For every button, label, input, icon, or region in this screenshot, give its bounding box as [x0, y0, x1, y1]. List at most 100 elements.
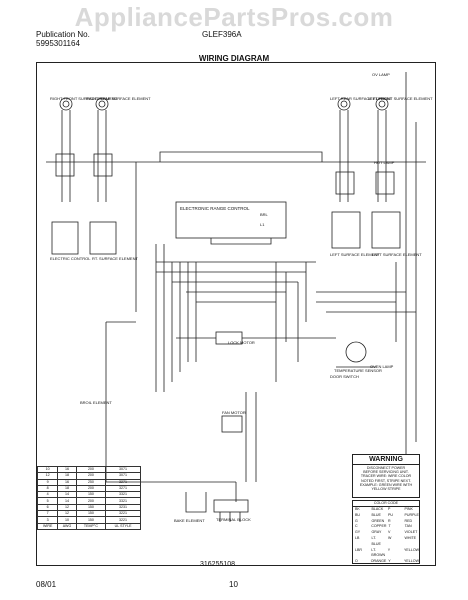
table-cell: 3271: [105, 484, 141, 493]
table-cell: 200: [75, 484, 107, 493]
label-switch-left-b: RT. SURFACE ELEMENT: [92, 256, 138, 261]
right-switch-upper: [93, 153, 113, 177]
label-terminal-block: TERMINAL BLOCK: [216, 517, 251, 522]
code-cell: TAN: [404, 524, 412, 529]
bake-element: [185, 492, 207, 513]
code-cell: BU: [355, 512, 360, 517]
table-cell: 250: [75, 478, 107, 486]
code-cell: RED: [404, 518, 413, 523]
diagram-part-number: 316255108: [200, 561, 236, 568]
table-cell: 3071: [105, 472, 141, 480]
diagram-frame: [36, 62, 436, 566]
table-cell: 18: [57, 484, 77, 493]
table-cell: 14: [57, 491, 77, 499]
label-temp-sensor: TEMPERATURE SENSOR: [334, 368, 382, 373]
terminal-block: [213, 499, 249, 513]
footer-date: 08/01: [36, 580, 57, 589]
code-cell: VIOLET: [404, 530, 418, 535]
right-switch-lower: [89, 221, 117, 255]
code-cell: G: [355, 518, 358, 523]
code-cell: V: [388, 530, 391, 535]
table-cell: 150: [75, 491, 107, 499]
temperature-sensor: [345, 341, 367, 363]
publication-number: 5995301164: [36, 39, 80, 48]
control-pin-brl: BRL: [260, 212, 268, 217]
table-cell: 3321: [105, 491, 141, 499]
wiring-diagram: [46, 72, 426, 522]
label-right-rear-element: RIGHT REAR SURFACE ELEMENT: [86, 96, 151, 101]
label-fan-motor: FAN MOTOR: [222, 410, 246, 415]
table-cell: TEMP°C: [75, 522, 107, 530]
table-cell: 3321: [105, 497, 141, 505]
label-oven-lamp: OVEN LAMP: [370, 364, 394, 369]
code-cell: Y: [388, 559, 391, 564]
surface-element-right-front: [59, 97, 73, 111]
table-cell: 16: [57, 465, 77, 474]
code-cell: P: [388, 507, 391, 511]
label-door-switch: DOOR SWITCH: [330, 374, 359, 379]
code-cell: PURPLE: [404, 512, 419, 517]
color-code-box: COLOR CODE BK BLACK P PINK BU BLUE PU PURPLE G…: [352, 500, 420, 564]
table-cell: 12: [57, 503, 77, 512]
label-left-front-element: LEFT FRONT SURFACE ELEMENT: [368, 96, 433, 101]
label-switch-right-b: LEFT SURFACE ELEMENT: [372, 252, 422, 257]
code-cell: GRAY: [371, 530, 382, 535]
code-cell: Y: [387, 547, 391, 552]
label-switch-right-a: LEFT SURFACE ELEMENT: [330, 252, 380, 257]
code-cell: COPPER: [371, 524, 387, 529]
table-cell: 200: [75, 497, 107, 505]
code-cell: R: [388, 518, 391, 523]
color-code-row: GY GRAY V VIOLET: [353, 530, 419, 536]
table-cell: 3271: [105, 478, 141, 486]
left-switch-upper: [55, 153, 75, 177]
warning-line: YELLOW STRIPE: [371, 487, 401, 492]
warning-line: EXAMPLE: GREEN WIRE WITH: [359, 482, 413, 487]
code-cell: PU: [388, 512, 393, 517]
label-right-front-element: RIGHT FRONT SURFACE ELEMENT: [50, 96, 118, 101]
table-cell: 18: [57, 472, 77, 480]
table-cell: UL STYLE: [105, 522, 141, 530]
code-cell: BLUE: [371, 512, 381, 517]
code-cell: W: [388, 535, 392, 540]
control-pin-l1: L1: [260, 222, 265, 227]
warning-line: DISCONNECT POWER: [366, 466, 406, 470]
label-ov-lamp: OV LAMP: [372, 72, 390, 77]
color-code-row: BU BLUE PU PURPLE: [353, 513, 419, 519]
page-number: 10: [229, 580, 238, 589]
electronic-range-control: [175, 201, 287, 239]
surface-element-right-rear: [95, 97, 109, 111]
table-cell: 150: [75, 503, 107, 512]
code-cell: PINK: [404, 507, 413, 511]
warning-title: WARNING: [353, 455, 419, 465]
code-cell: GREEN: [371, 518, 385, 523]
table-cell: 3231: [105, 503, 141, 512]
code-cell: YELLOW: [404, 559, 419, 564]
code-cell: BK: [355, 507, 360, 511]
warning-text: DISCONNECT POWER BEFORE SERVICING UNIT. …: [353, 465, 419, 492]
code-cell: YELLOW: [404, 547, 420, 552]
code-cell: LT. BLUE: [371, 535, 381, 546]
code-cell: GY: [355, 530, 361, 535]
warning-line: NOTED FIRST, STRIPE NEXT.: [361, 478, 411, 483]
table-cell: 3071: [105, 465, 141, 474]
warning-line: TRACER WIRE: WIRE COLOR: [360, 474, 412, 479]
surface-element-left-front: [375, 97, 389, 111]
fan-motor: [221, 415, 243, 433]
control-title: ELECTRONIC RANGE CONTROL: [180, 206, 250, 211]
label-left-rear-element: LEFT REAR SURFACE ELEMENT: [330, 96, 392, 101]
code-cell: LB: [355, 535, 360, 540]
color-code-title: COLOR CODE: [353, 501, 419, 507]
left-switch-lower: [51, 221, 79, 255]
code-cell: BLACK: [371, 507, 384, 511]
code-cell: O: [355, 559, 358, 564]
warning-line: BEFORE SERVICING UNIT.: [363, 470, 409, 475]
